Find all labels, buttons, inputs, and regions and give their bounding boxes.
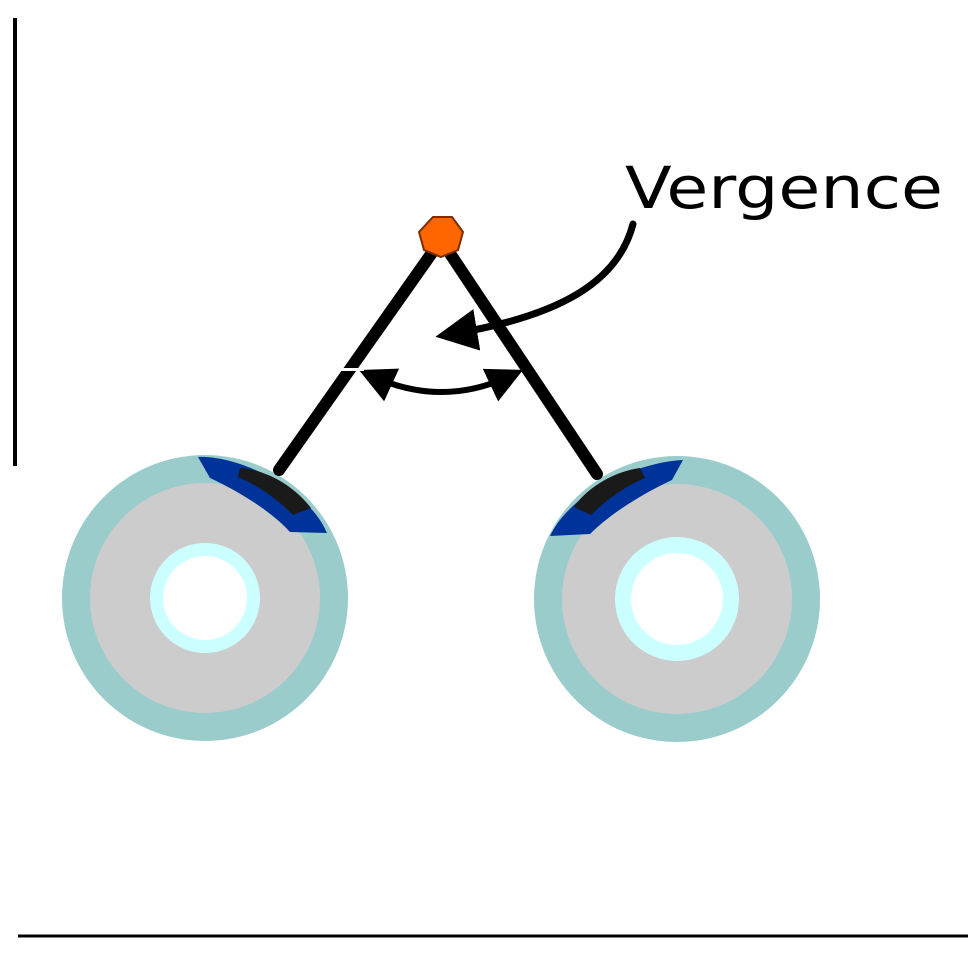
right-eye-pupil — [631, 553, 723, 645]
pointer-arrow — [435, 220, 637, 351]
vergence-label: Vergence — [625, 154, 943, 222]
right-eye — [534, 456, 820, 742]
vergence-angle-arrow — [358, 368, 524, 402]
left-eye-lens — [238, 468, 311, 515]
left-sight-line-gap — [330, 368, 364, 371]
left-eye — [62, 455, 348, 741]
left-eye-pupil — [163, 556, 247, 640]
fixation-target — [417, 216, 465, 259]
right-eye-lens — [574, 468, 645, 515]
right-eye-cornea — [550, 460, 683, 536]
left-sight-line — [273, 234, 447, 476]
right-sight-line — [435, 234, 603, 480]
